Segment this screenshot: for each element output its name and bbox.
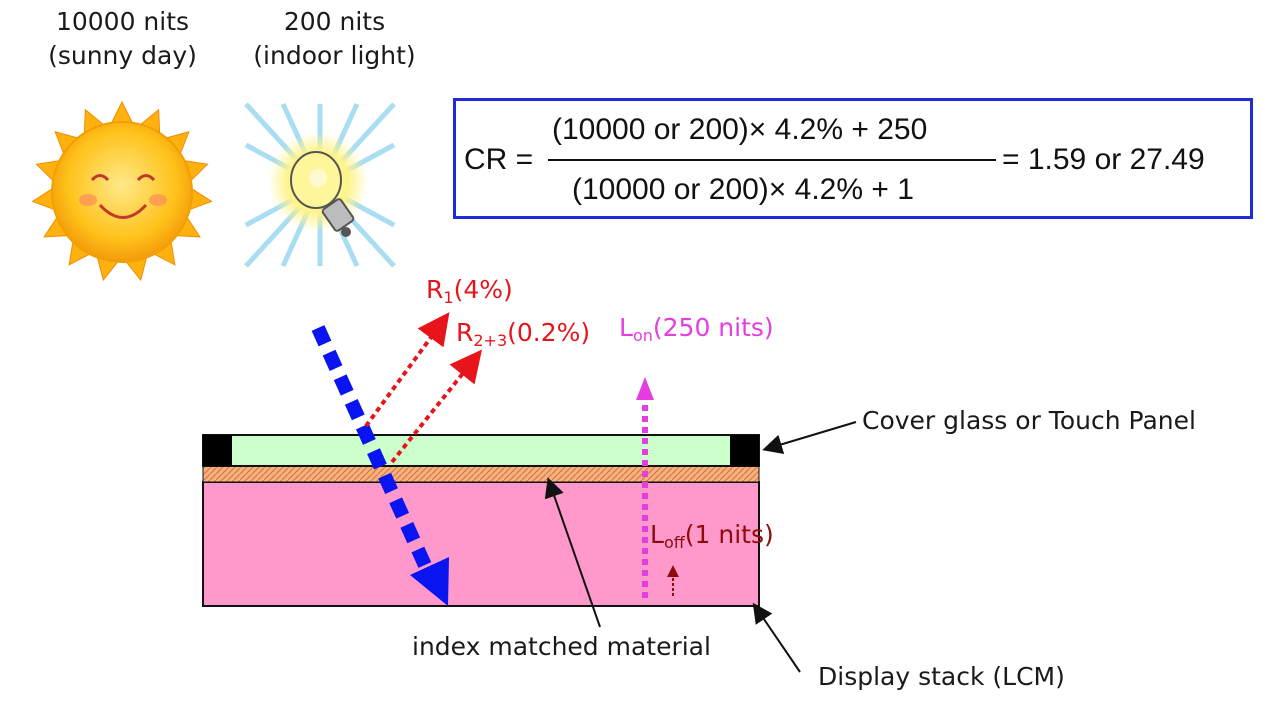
cover-glass-label: Cover glass or Touch Panel [862,406,1196,435]
lon-label: Lon(250 nits) [619,313,774,345]
cover-glass-layer [202,434,760,467]
incident-light-arrow [311,325,449,606]
light-bulb-icon [244,102,396,268]
r1-label: R1(4%) [426,275,513,307]
formula-fraction-bar [548,159,996,161]
formula-result: = 1.59 or 27.49 [1002,143,1205,176]
formula-numerator: (10000 or 200)× 4.2% + 250 [552,113,928,146]
reflection-r23-arrow [390,349,482,464]
index-pointer [544,477,601,628]
display-stack-label: Display stack (LCM) [818,662,1065,691]
l-on-arrow [636,377,654,598]
cover-pointer [762,421,857,454]
indoor-desc: (indoor light) [253,41,416,70]
display-pointer [752,602,801,673]
formula-denominator: (10000 or 200)× 4.2% + 1 [572,173,914,206]
loff-label: Loff(1 nits) [650,520,774,552]
r23-label: R2+3(0.2%) [456,318,591,350]
sunny-desc: (sunny day) [48,41,197,70]
sunny-caption: 10000 nits (sunny day) [20,5,225,73]
reflection-r1-arrow [364,312,450,428]
indoor-nits: 200 nits [283,7,386,36]
index-material-label: index matched material [412,632,711,661]
formula-lhs: CR = [464,143,534,176]
l-off-arrow [667,565,679,596]
sun-icon [31,100,213,282]
index-matched-layer [202,465,760,483]
contrast-ratio-formula: CR = (10000 or 200)× 4.2% + 250 (10000 o… [453,98,1253,219]
display-stack-layer [202,481,760,607]
indoor-caption: 200 nits (indoor light) [232,5,437,73]
right-bezel [730,435,759,466]
left-bezel [203,435,232,466]
sunny-nits: 10000 nits [55,7,190,36]
